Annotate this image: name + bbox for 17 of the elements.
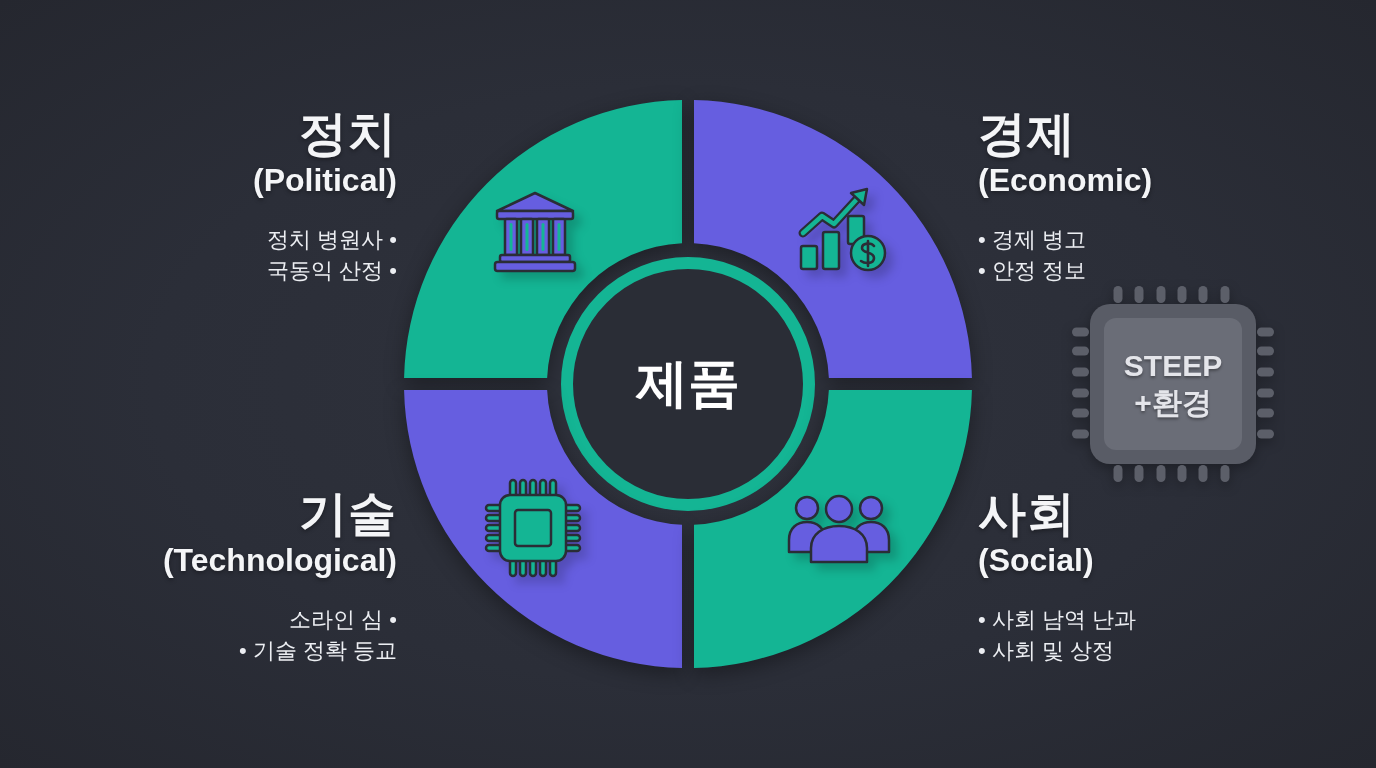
- center-label: 제품: [636, 355, 740, 413]
- bullet-item: • 안정 정보: [978, 257, 1086, 286]
- bullet-item: 국동익 산정 •: [267, 257, 397, 286]
- bullet-item: 정치 병원사 •: [267, 225, 397, 254]
- segment-subtitle: (Social): [978, 541, 1094, 580]
- bullet-item: • 사회 남역 난과: [978, 605, 1137, 634]
- segment-subtitle: (Economic): [978, 161, 1153, 200]
- segment-title: 경제: [978, 106, 1076, 162]
- segment-title: 정치: [299, 106, 397, 162]
- segment-title: 기술: [299, 486, 397, 542]
- bullet-item: • 경제 병고: [978, 225, 1086, 254]
- segment-subtitle: (Political): [253, 161, 397, 200]
- segment-subtitle: (Technological): [162, 541, 397, 580]
- bullet-item: • 기술 정확 등교: [238, 637, 397, 666]
- bullet-item: 소라인 심 •: [289, 605, 397, 634]
- bullet-item: • 사회 및 상정: [978, 637, 1115, 666]
- segment-title: 사회: [978, 486, 1076, 542]
